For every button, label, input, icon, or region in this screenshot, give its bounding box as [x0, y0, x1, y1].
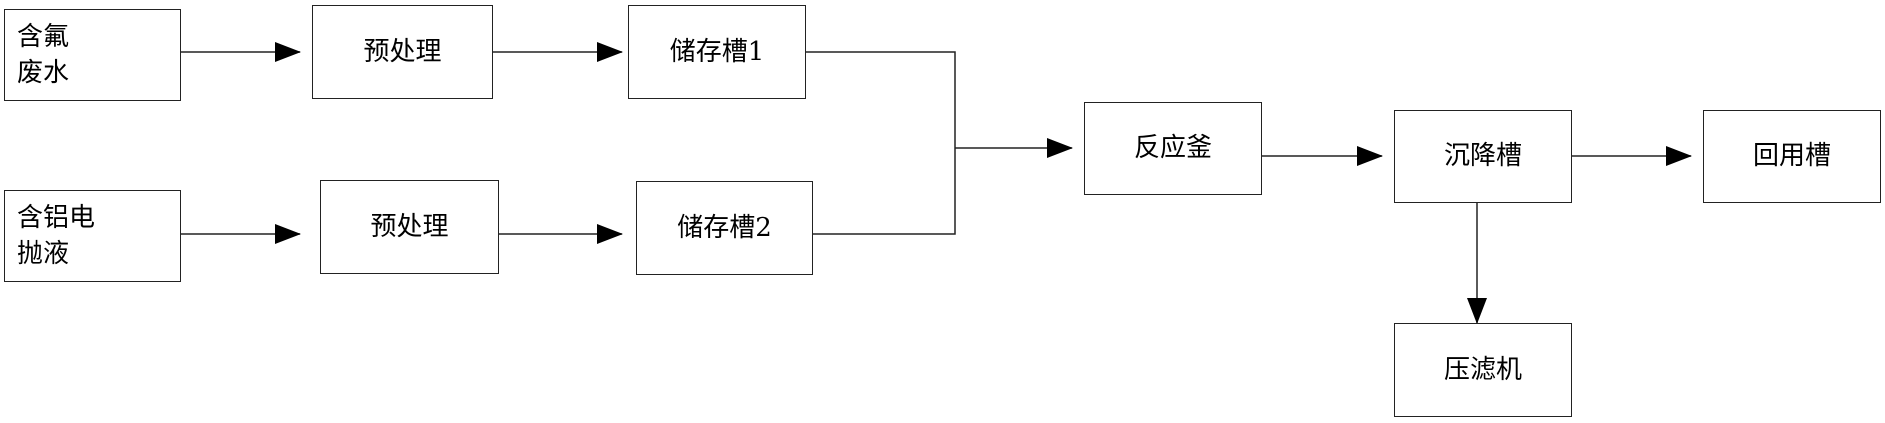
node-storage-2-label: 储存槽2 [677, 212, 772, 243]
node-settling-tank-label: 沉降槽 [1443, 141, 1522, 172]
node-filter-press-label: 压滤机 [1443, 354, 1522, 385]
node-storage-1-label: 储存槽1 [669, 36, 765, 67]
node-storage-1: 储存槽1 [628, 5, 806, 99]
node-reuse-tank: 回用槽 [1703, 110, 1881, 203]
node-pretreat-1-label: 预处理 [363, 36, 442, 67]
node-aluminum-polish-label: 含铝电 抛液 [17, 202, 96, 269]
node-reactor: 反应釜 [1084, 102, 1262, 195]
node-filter-press: 压滤机 [1394, 323, 1572, 417]
node-aluminum-polish: 含铝电 抛液 [4, 190, 181, 282]
node-fluoride-wastewater-label: 含氟 废水 [17, 21, 70, 88]
node-storage-2: 储存槽2 [636, 181, 813, 275]
line-storage1-merge [806, 51, 956, 148]
node-pretreat-1: 预处理 [312, 5, 493, 99]
node-reuse-tank-label: 回用槽 [1752, 141, 1831, 172]
node-reactor-label: 反应釜 [1133, 133, 1212, 164]
node-fluoride-wastewater: 含氟 废水 [4, 9, 181, 101]
node-settling-tank: 沉降槽 [1394, 110, 1572, 203]
node-pretreat-2: 预处理 [320, 180, 499, 274]
line-storage2-merge [813, 148, 956, 235]
node-pretreat-2-label: 预处理 [370, 211, 449, 242]
